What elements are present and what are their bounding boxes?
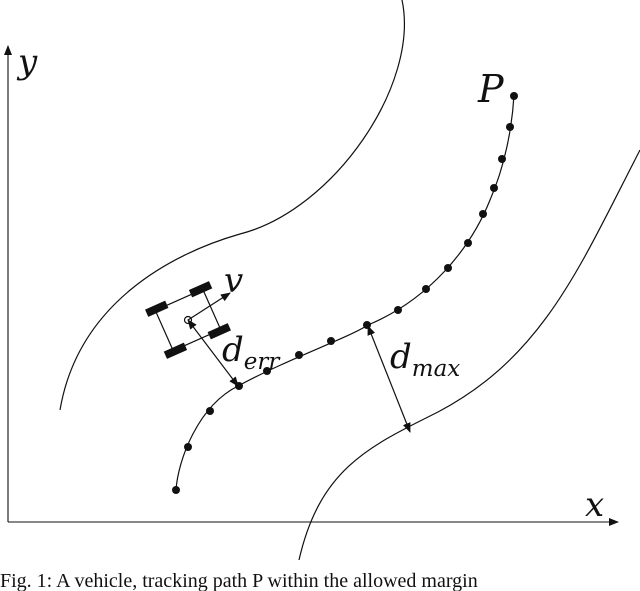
y-axis-label: y (16, 42, 38, 82)
path-waypoint (464, 239, 472, 247)
tracking-error-symbol: d (222, 330, 244, 370)
max-distance-label: dmax (390, 337, 460, 382)
left-boundary-curve (59, 0, 405, 411)
path-waypoint (184, 443, 192, 451)
tracking-error-label: derr (222, 330, 281, 375)
path-waypoint (295, 351, 303, 359)
path-waypoint (498, 155, 506, 163)
tracking-error-arrow (187, 319, 239, 387)
max-distance-symbol: d (390, 337, 412, 377)
tracking-error-subscript: err (244, 349, 282, 375)
path-waypoint (172, 486, 180, 494)
x-axis-label: x (585, 485, 604, 525)
path-waypoint (363, 321, 371, 329)
diagram-canvas: y x P v derr dmax (3, 0, 640, 560)
figure-caption: Fig. 1: A vehicle, tracking path P withi… (0, 570, 478, 591)
right-boundary-curve (298, 149, 640, 560)
path-waypoint (206, 407, 214, 415)
path-waypoint (263, 367, 271, 375)
path-waypoint (479, 210, 487, 218)
max-distance-arrow (367, 325, 411, 433)
path-waypoint (506, 123, 514, 131)
vehicle-wheel (163, 342, 188, 359)
vehicle-wheel (188, 281, 213, 298)
path-waypoint (422, 285, 430, 293)
path-label: P (477, 67, 505, 111)
path-waypoint (394, 306, 402, 314)
path-p-waypoints (172, 92, 518, 494)
path-waypoint (510, 92, 518, 100)
velocity-label: v (224, 261, 243, 301)
max-distance-subscript: max (412, 356, 461, 382)
path-waypoint (444, 264, 452, 272)
path-waypoint (490, 184, 498, 192)
velocity-vector (187, 292, 231, 321)
path-waypoint (327, 337, 335, 345)
vehicle-wheel (145, 300, 169, 317)
